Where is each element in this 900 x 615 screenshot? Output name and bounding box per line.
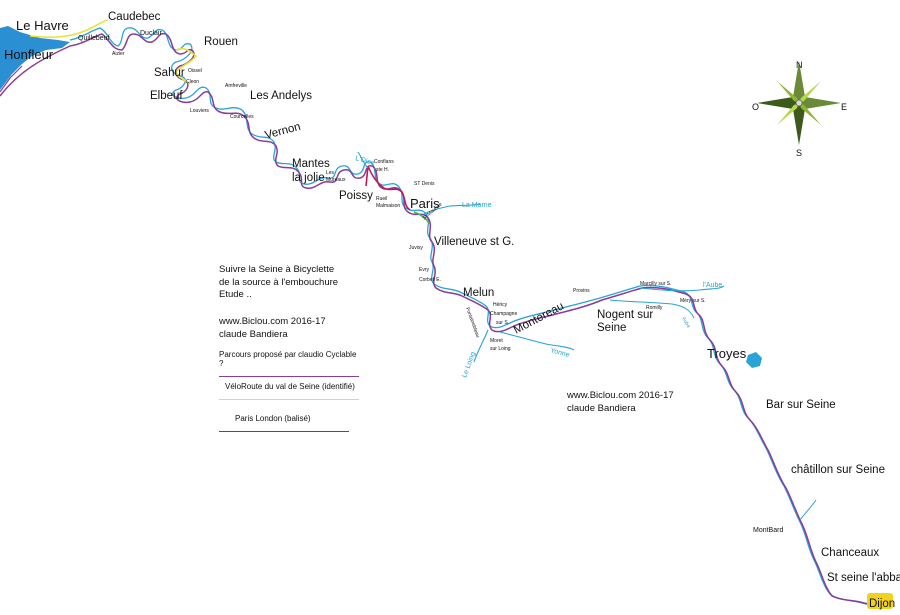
label-courcelles: Courcelles bbox=[230, 114, 254, 120]
label-malmaison: Malmaison bbox=[376, 203, 400, 209]
label-st-denis: ST Denis bbox=[414, 181, 435, 187]
town-la-jolie: la jolie bbox=[292, 172, 325, 184]
label-mureaux: Mureaux bbox=[326, 177, 346, 183]
compass-south-label: S bbox=[796, 148, 802, 158]
town-nogent-2: Seine bbox=[597, 322, 626, 334]
legend-label-veloroute: VéloRoute du val de Seine (identifié) bbox=[225, 382, 355, 391]
river-label-aube-small: Aube bbox=[680, 316, 691, 329]
label-moret: Moret bbox=[490, 338, 503, 344]
route-paris-london bbox=[365, 165, 411, 211]
label-aizier: Aizier bbox=[112, 51, 125, 57]
river-marne bbox=[423, 203, 481, 215]
town-le-havre: Le Havre bbox=[16, 18, 69, 33]
credit-site: www.Biclou.com 2016-17 bbox=[219, 316, 326, 327]
town-paris: Paris bbox=[410, 196, 440, 211]
route-green-segment bbox=[413, 211, 431, 225]
label-marcilly: Marcilly sur S. bbox=[640, 281, 671, 287]
label-fontainebleau: Fontainebleau bbox=[464, 307, 481, 339]
credit2-author: claude Bandiera bbox=[567, 402, 636, 414]
town-melun: Melun bbox=[463, 287, 494, 299]
legend-item-veloroute: VéloRoute du val de Seine (identifié) bbox=[219, 382, 359, 400]
town-rouen: Rouen bbox=[204, 36, 238, 48]
river-label-loing: Le Loing bbox=[461, 351, 477, 379]
label-mery: Méry sur S. bbox=[680, 298, 706, 304]
intro-line-1: Suivre la Seine à Bicyclette bbox=[219, 264, 335, 275]
town-chanceaux: Chanceaux bbox=[821, 547, 879, 559]
legend-label-claudio: Parcours proposé par claudio Cyclable ? bbox=[219, 350, 357, 368]
label-conflans: Conflans bbox=[374, 159, 394, 165]
legend-line-veloroute bbox=[219, 399, 359, 400]
compass-north-label: N bbox=[796, 60, 803, 70]
credit-block: www.Biclou.com 2016-17 claude Bandiera bbox=[219, 316, 326, 341]
river-upper-branch bbox=[799, 499, 817, 521]
label-cleon: Cleon bbox=[186, 79, 199, 85]
legend-label-paris-london: Paris London (balisé) bbox=[235, 414, 311, 423]
label-duclair: Duclair bbox=[140, 30, 162, 37]
estuary-coast bbox=[0, 65, 23, 93]
label-montbard: MontBard bbox=[753, 527, 783, 534]
label-oissel: Oissel bbox=[188, 68, 202, 74]
river-label-oise: L'Oise bbox=[354, 155, 375, 167]
river-label-marne: La Marne bbox=[462, 202, 492, 209]
label-sur-loing: sur Loing bbox=[490, 346, 511, 352]
credit-block-2: www.Biclou.com 2016-17 claude Bandiera bbox=[567, 390, 674, 415]
label-sur-s: sur S. bbox=[496, 320, 509, 326]
compass-west-label: O bbox=[752, 102, 759, 112]
intro-caption: Suivre la Seine à Bicyclette de la sourc… bbox=[219, 264, 338, 302]
label-champagne: Champagne bbox=[490, 311, 517, 317]
town-les-andelys: Les Andelys bbox=[250, 90, 312, 102]
label-rueil: Rueil bbox=[376, 196, 387, 202]
town-mantes: Mantes bbox=[292, 158, 330, 170]
town-villeneuve: Villeneuve st G. bbox=[434, 236, 514, 248]
town-nogent-1: Nogent sur bbox=[597, 309, 653, 321]
town-bar-sur-seine: Bar sur Seine bbox=[766, 399, 836, 411]
legend-item-paris-london: Paris London (balisé) bbox=[219, 414, 349, 432]
town-dijon: Dijon bbox=[869, 598, 895, 610]
credit2-site: www.Biclou.com 2016-17 bbox=[567, 390, 674, 401]
town-chatillon: châtillon sur Seine bbox=[791, 464, 885, 476]
town-vernon: Vernon bbox=[264, 121, 302, 142]
legend-line-claudio bbox=[219, 376, 359, 377]
label-provins: Provins bbox=[573, 288, 590, 294]
town-caudebec: Caudebec bbox=[108, 11, 161, 23]
label-quillebeuf: Quillebeuf bbox=[78, 35, 110, 42]
town-troyes: Troyes bbox=[707, 346, 747, 361]
label-juvisy: Juvisy bbox=[409, 245, 423, 251]
river-label-aube: l'Aube bbox=[703, 282, 722, 289]
dijon-marker bbox=[867, 593, 893, 609]
intro-line-3: Etude .. bbox=[219, 289, 252, 300]
compass-rose bbox=[757, 61, 841, 145]
town-elbeuf: Elbeuf bbox=[150, 90, 183, 102]
town-sahur: Sahur bbox=[154, 67, 185, 79]
legend-item-claudio: Parcours proposé par claudio Cyclable ? bbox=[219, 350, 359, 377]
river-yonne bbox=[499, 331, 575, 351]
town-poissy: Poissy bbox=[339, 190, 373, 202]
label-les: Les bbox=[326, 170, 335, 176]
lake bbox=[746, 352, 762, 368]
label-ste-h: ste H. bbox=[376, 167, 389, 173]
label-corbeil: Corbeil E. bbox=[419, 277, 441, 283]
river-loing bbox=[473, 329, 489, 363]
seine-river bbox=[69, 27, 881, 607]
route-claudio bbox=[0, 32, 883, 607]
label-hericy: Héricy bbox=[493, 302, 508, 308]
label-evry: Evry bbox=[419, 267, 430, 273]
town-st-seine: St seine l'abbaye bbox=[827, 572, 900, 584]
credit-author: claude Bandiera bbox=[219, 328, 288, 340]
town-honfleur: Honfleur bbox=[4, 47, 54, 62]
river-aube bbox=[639, 285, 725, 292]
label-romilly: Romilly bbox=[646, 305, 663, 311]
label-amfreville: Amfreville bbox=[225, 83, 247, 89]
river-aube-branch bbox=[609, 299, 695, 319]
estuary-sea bbox=[0, 26, 70, 90]
label-louviers: Louviers bbox=[190, 108, 209, 114]
river-label-yonne: Yonne bbox=[549, 347, 570, 359]
compass-east-label: E bbox=[841, 102, 847, 112]
river-oise bbox=[357, 151, 369, 169]
legend-line-paris-london bbox=[219, 431, 349, 432]
route-veloroute bbox=[29, 19, 198, 85]
intro-line-2: de la source à l'embouchure bbox=[219, 276, 339, 288]
